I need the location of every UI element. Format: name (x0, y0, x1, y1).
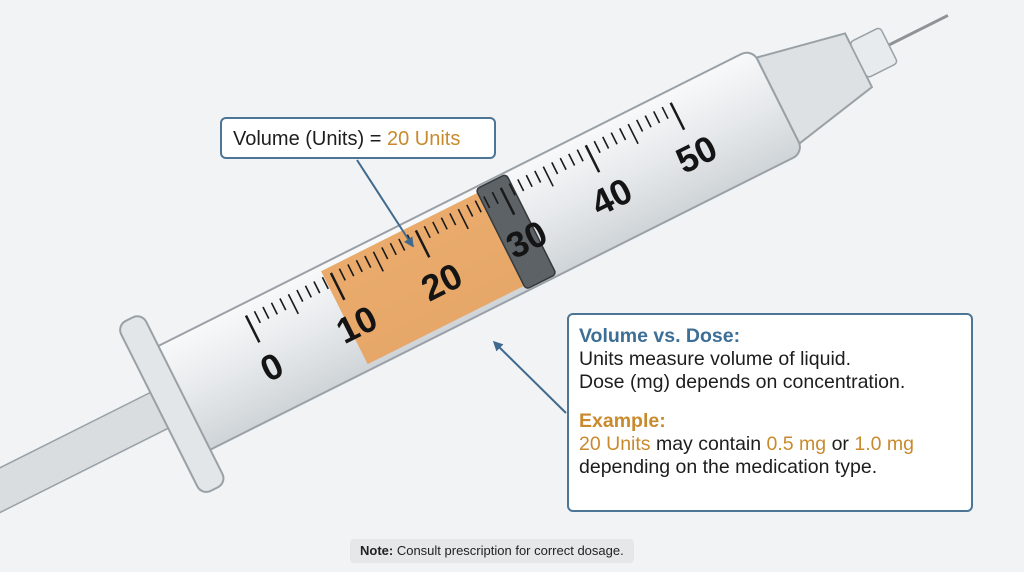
needle (884, 14, 949, 49)
scale-minor-tick (517, 179, 525, 192)
example-title: Example: (579, 410, 666, 432)
scale-minor-tick (440, 217, 448, 230)
scale-minor-tick (398, 238, 406, 251)
scale-minor-tick (279, 298, 287, 311)
dose-callout-title: Volume vs. Dose: (579, 325, 741, 347)
scale-minor-tick (253, 310, 262, 324)
scale-minor-tick (483, 196, 491, 209)
scale-minor-tick (644, 115, 652, 128)
scale-major-tick (584, 144, 601, 173)
scale-minor-tick (491, 191, 499, 205)
scale-minor-tick (508, 183, 516, 196)
volume-prefix: Volume (Units) = (233, 128, 387, 150)
volume-arrow (356, 159, 414, 248)
example-line-1: 20 Units may contain 0.5 mg or 1.0 mg (579, 433, 961, 456)
example-units: 20 Units (579, 433, 651, 455)
scale-minor-tick (304, 285, 312, 298)
scale-minor-tick (449, 213, 457, 226)
scale-minor-tick (457, 208, 469, 230)
note-banner: Note: Consult prescription for correct d… (350, 539, 634, 563)
scale-minor-tick (551, 162, 559, 175)
scale-minor-tick (602, 136, 610, 149)
scale-minor-tick (636, 119, 644, 132)
scale-minor-tick (568, 153, 576, 166)
scale-major-tick (244, 314, 261, 343)
scale-minor-tick (610, 132, 618, 145)
scale-minor-tick (576, 149, 584, 162)
scale-minor-tick (627, 123, 639, 145)
spacer (579, 394, 961, 410)
scale-minor-tick (559, 157, 567, 171)
scale-minor-tick (661, 106, 669, 120)
scale-minor-tick (525, 174, 533, 188)
scale-minor-tick (432, 221, 440, 234)
example-line-2: depending on the medication type. (579, 456, 878, 478)
scale-minor-tick (542, 166, 554, 187)
dose-line-2: Dose (mg) depends on concentration. (579, 371, 906, 393)
scale-minor-tick (593, 140, 601, 154)
scale-minor-tick (364, 255, 372, 268)
scale-minor-tick (347, 264, 355, 277)
scale-minor-tick (474, 200, 482, 213)
scale-minor-tick (534, 170, 542, 183)
scale-major-tick (329, 272, 346, 301)
note-text: Consult prescription for correct dosage. (393, 543, 624, 558)
scale-minor-tick (270, 302, 278, 315)
note-label: Note: (360, 543, 394, 558)
scale-minor-tick (355, 259, 363, 273)
scale-major-tick (499, 187, 516, 216)
example-text-2: or (826, 433, 855, 455)
example-text-1: may contain (650, 433, 767, 455)
volume-value: 20 Units (386, 128, 461, 150)
plunger-stopper (476, 174, 556, 289)
scale-minor-tick (381, 247, 389, 260)
scale-minor-tick (313, 281, 321, 294)
scale-minor-tick (321, 276, 329, 290)
scale-minor-tick (619, 127, 627, 141)
finger-flange (119, 315, 225, 493)
liquid (321, 189, 532, 365)
scale-major-tick (414, 229, 431, 258)
dose-line-1: Units measure volume of liquid. (579, 348, 852, 370)
scale-minor-tick (287, 293, 300, 315)
scale-minor-tick (652, 110, 661, 124)
dose-callout: Volume vs. Dose: Units measure volume of… (567, 313, 973, 512)
scale-minor-tick (466, 204, 474, 217)
scale-minor-tick (296, 289, 304, 302)
scale-minor-tick (338, 268, 346, 281)
example-mg-high: 1.0 mg (854, 433, 914, 455)
needle-cap (850, 27, 898, 78)
scale-minor-tick (372, 251, 384, 272)
scale-minor-tick (389, 242, 397, 256)
volume-callout: Volume (Units) = 20 Units (220, 117, 496, 159)
example-mg-low: 0.5 mg (766, 433, 827, 455)
scale-minor-tick (262, 306, 270, 319)
barrel-hub (755, 32, 874, 145)
scale-minor-tick (423, 225, 431, 239)
scale-major-tick (669, 102, 686, 131)
dose-arrow (492, 340, 567, 414)
